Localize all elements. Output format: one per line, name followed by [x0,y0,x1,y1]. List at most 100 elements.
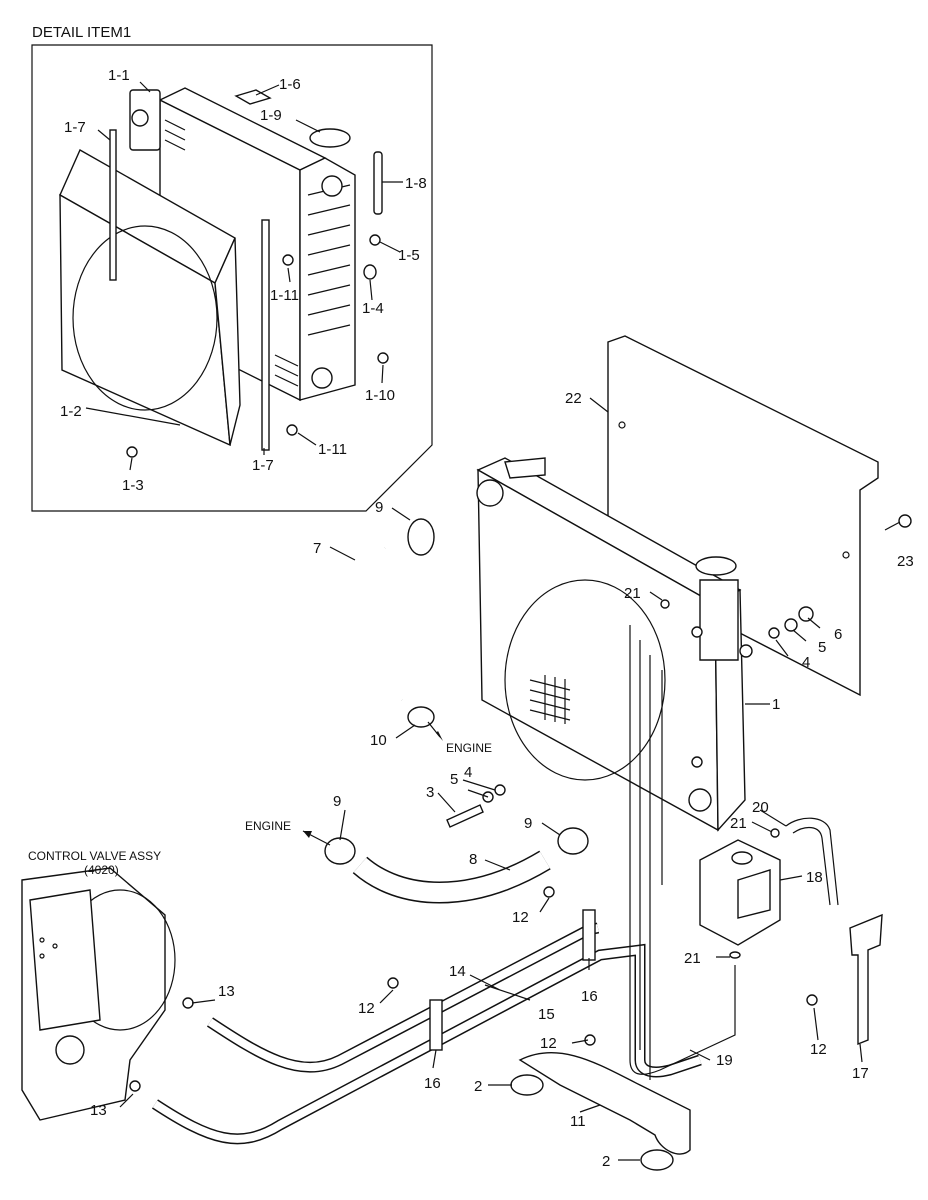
callout-label: 22 [565,390,582,407]
callout-label: 13 [218,983,235,1000]
radiator-icon [476,457,753,832]
label-plate-icon [234,89,272,105]
radiator-cap-icon [309,128,351,148]
detail-title: DETAIL ITEM1 [32,24,131,41]
bolt-icon [282,254,294,266]
callout-label: 9 [375,499,383,516]
callout-label: 6 [834,626,842,643]
callout-label: 7 [313,540,321,557]
mount-bushing-icon [510,1074,544,1096]
washer-icon [363,264,377,280]
callout-label: 9 [333,793,341,810]
hose-clamp-icon [407,518,435,556]
seal-strip-icon [109,129,117,281]
radiator-cap-icon [695,556,737,576]
fitting-icon [129,1080,141,1092]
detail-label: 1-8 [405,175,427,192]
detail-label: 1-6 [279,76,301,93]
drain-cock-icon [377,352,389,364]
oil-line-icon [152,945,702,1143]
hose-clamp-icon [557,827,589,855]
detail-label: 1-11 [318,441,347,458]
callout-label: 12 [512,909,529,926]
callout-label: 12 [810,1041,827,1058]
detail-fan-shroud-icon [59,149,241,447]
callout-label: 10 [370,732,387,749]
callout-label: 3 [426,784,434,801]
plug-icon [369,234,381,246]
hose-clamp-icon [324,837,356,865]
callout-label: 19 [716,1052,733,1069]
nut-icon [798,606,814,622]
detail-label: 1-1 [108,67,130,84]
callout-label: 9 [524,815,532,832]
detail-label: 1-2 [60,403,82,420]
detail-label: 1-11 [270,287,299,304]
detail-label: 1-7 [64,119,86,136]
o-ring-icon [770,828,780,838]
bolt-icon [806,994,818,1006]
upper-hose-icon [323,539,408,707]
washer-icon [494,784,506,796]
bolt-icon [387,977,399,989]
pipe-clip-icon [582,909,596,961]
callout-label: 2 [474,1078,482,1095]
callout-label: 4 [802,654,810,671]
callout-label: 17 [852,1065,869,1082]
bolt-icon [543,886,555,898]
detail-label: 1-10 [365,387,395,404]
detail-item1-box: DETAIL ITEM1 [31,24,433,512]
callout-label: 20 [752,799,769,816]
bolt-icon [898,514,912,528]
callout-label: 16 [424,1075,441,1092]
engine-label: ENGINE [245,819,291,833]
engine-label: ENGINE [446,741,492,755]
o-ring-icon [660,599,670,609]
callout-label: 13 [90,1102,107,1119]
callout-label: 16 [581,988,598,1005]
detail-label: 1-7 [252,457,274,474]
hose-clamp-icon [407,706,435,728]
callout-label: 1 [772,696,780,713]
lower-hose-icon [353,851,550,902]
callout-label: 15 [538,1006,555,1023]
bolt-icon [446,804,484,828]
callout-label: 2 [602,1153,610,1170]
callout-label: 4 [464,764,472,781]
bolt-icon [126,446,138,458]
detail-label: 1-3 [122,477,144,494]
callout-label: 8 [469,851,477,868]
detail-label: 1-5 [398,247,420,264]
bracket-icon [849,913,883,1046]
detail-label: 1-4 [362,300,384,317]
callout-label: 21 [624,585,641,602]
callout-label: 21 [684,950,701,967]
bracket-icon [518,1051,691,1155]
callout-label: 12 [540,1035,557,1052]
washer-icon [768,627,780,639]
expansion-tank-icon [699,839,781,946]
callout-label: 18 [806,869,823,886]
overflow-pipe-icon [373,151,383,215]
callout-label: 12 [358,1000,375,1017]
control-valve-label: CONTROL VALVE ASSY [28,849,161,863]
transmission-icon [21,867,176,1121]
bolt-icon [286,424,298,436]
pipe-clip-icon [429,999,443,1051]
callout-label: 23 [897,553,914,570]
mount-bushing-icon [640,1149,674,1171]
callout-label: 14 [449,963,466,980]
control-valve-code: (4020) [84,863,119,877]
callout-label: 11 [570,1113,586,1130]
detail-label: 1-9 [260,107,282,124]
o-ring-icon [729,951,741,959]
fitting-icon [182,997,194,1009]
callout-label: 5 [450,771,458,788]
callout-label: 5 [818,639,826,656]
callout-label: 21 [730,815,747,832]
seal-strip-icon [261,219,270,451]
oil-line-icon [207,924,599,1072]
washer-icon [784,618,798,632]
